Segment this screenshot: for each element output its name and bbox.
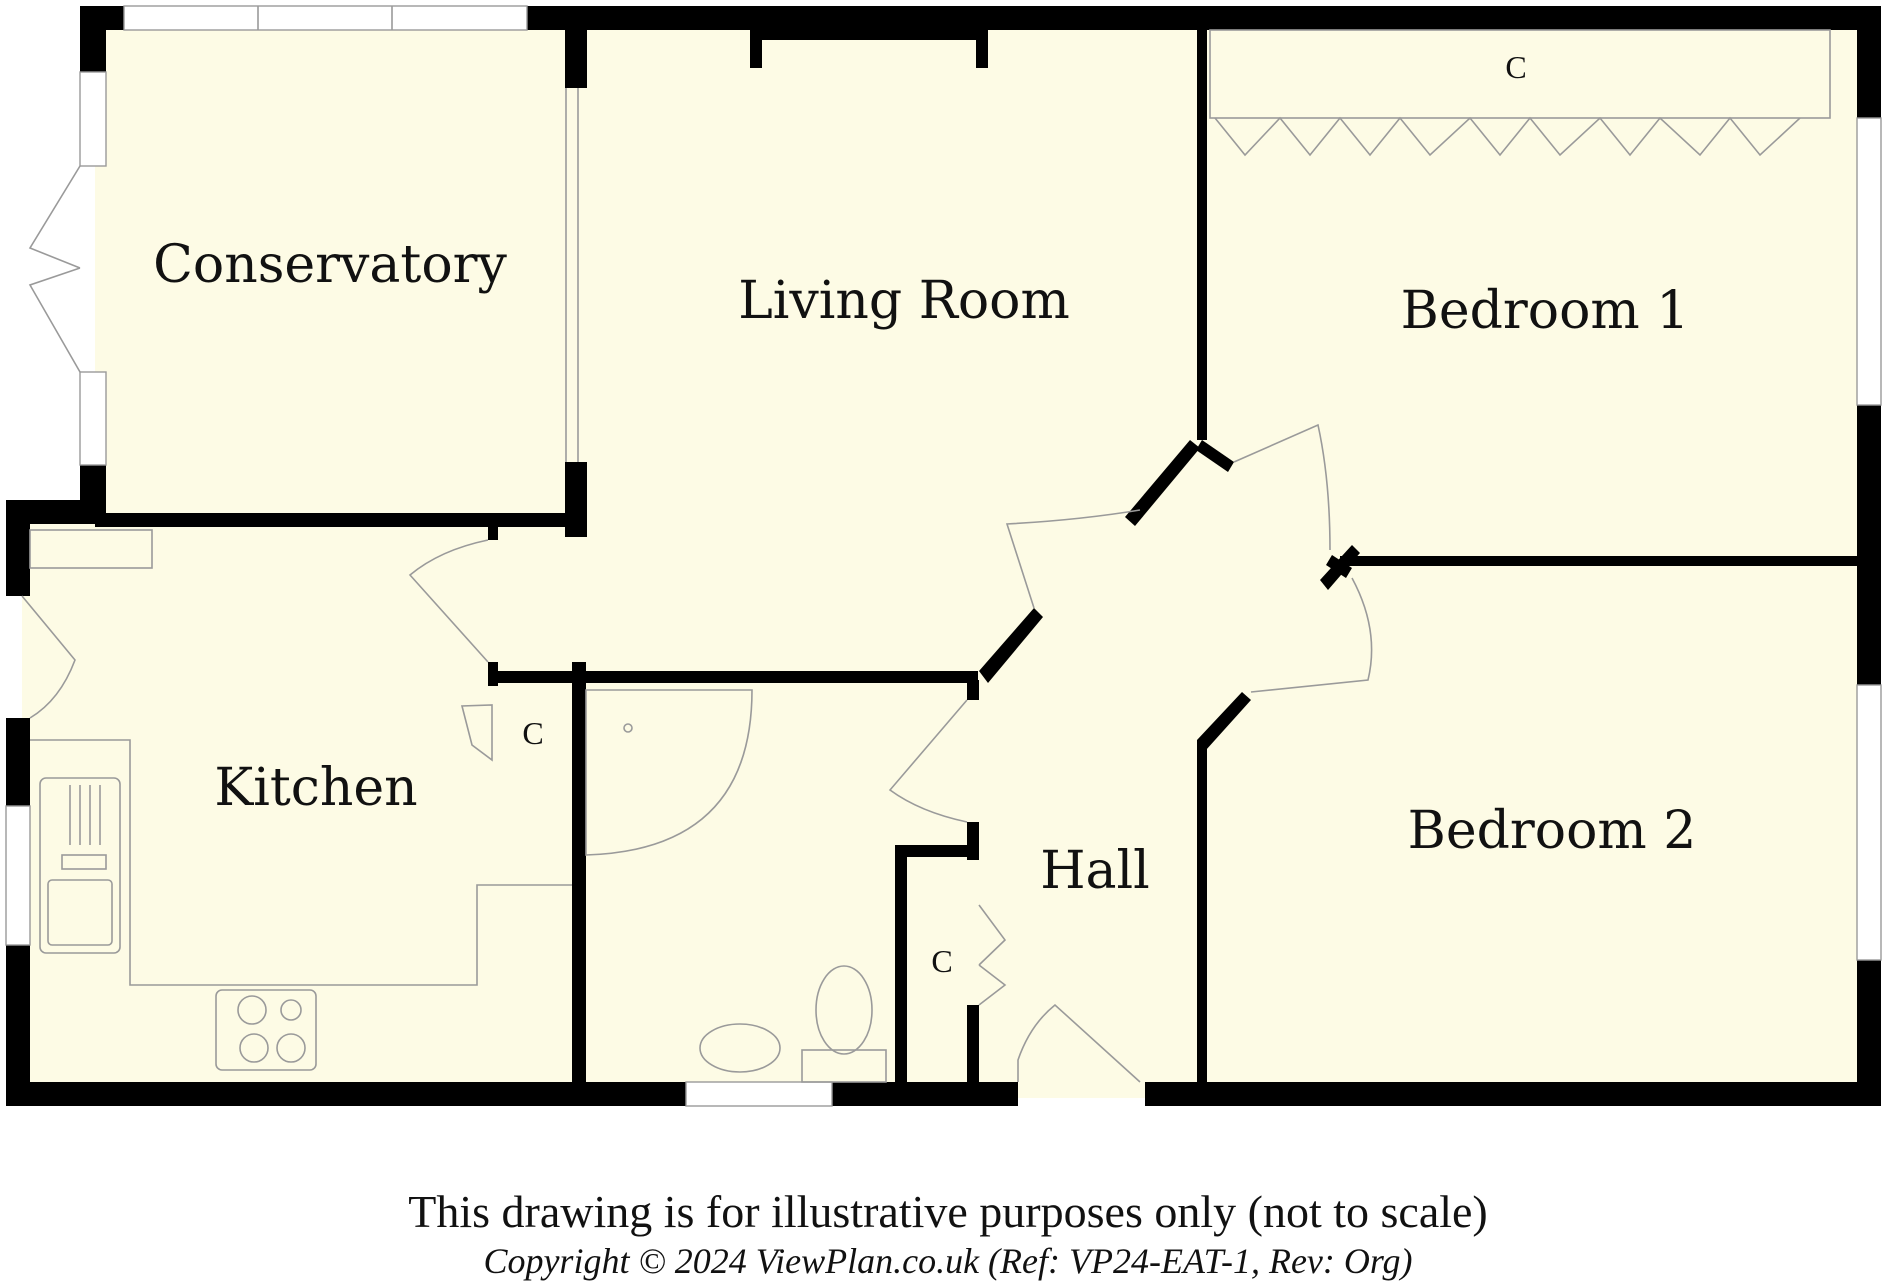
fixtures — [29, 29, 1831, 1083]
wall-hall-cupboard-east-bottom — [967, 1005, 979, 1085]
door-living — [1005, 509, 1141, 609]
sink-tap-box — [61, 854, 107, 870]
wall-bed2-jamb-2 — [1326, 555, 1352, 578]
window-conservatory-west-lower — [79, 371, 107, 466]
room-labels: Conservatory Living Room Bedroom 1 Bedro… — [153, 49, 1696, 979]
wall-conservatory-east-top — [565, 18, 587, 88]
window-bedroom1 — [1856, 117, 1882, 406]
copyright-text: Copyright © 2024 ViewPlan.co.uk (Ref: VP… — [483, 1241, 1413, 1281]
wall-right-upper — [1857, 6, 1881, 118]
label-bedroom-2: Bedroom 2 — [1408, 801, 1697, 861]
hob — [215, 989, 317, 1071]
toilet-bowl — [815, 965, 873, 1055]
kitchen-worktop-top — [29, 529, 153, 569]
hob-ring — [276, 1033, 306, 1063]
kitchen-sink — [39, 777, 121, 954]
wall-hall-cupboard-west — [895, 845, 907, 1085]
door-conservatory-french-lower — [28, 267, 81, 373]
wall-bedroom1-west — [1197, 18, 1207, 440]
wall-bedroom-divider — [1340, 556, 1870, 566]
wall-bed2-diagonal — [1197, 692, 1251, 750]
label-hall: Hall — [1040, 841, 1150, 901]
wall-top — [527, 6, 1857, 30]
wardrobe — [1209, 29, 1831, 119]
wall-kitchen-door-jamb — [488, 522, 498, 540]
label-conservatory: Conservatory — [153, 235, 507, 295]
wall-kitchen-west-bottom — [6, 945, 30, 1105]
shower-drain — [623, 723, 633, 733]
drainer-lines — [69, 785, 101, 845]
door-conservatory-french-upper — [28, 165, 81, 269]
sink-bowl — [47, 879, 113, 946]
wall-bedroom2-west — [1197, 740, 1207, 1085]
kitchen-worktop-outline — [30, 739, 572, 986]
shower-tray — [585, 689, 753, 856]
wall-bathroom-stub — [967, 680, 979, 700]
label-bedroom-1: Bedroom 1 — [1401, 281, 1690, 341]
wall-hall-cupboard-top — [895, 845, 979, 857]
wall-living-south — [488, 671, 978, 683]
wall-right-lower — [1857, 960, 1881, 1106]
door-kitchen — [408, 539, 489, 663]
wall-bottom-middle — [832, 1082, 1018, 1106]
window-bedroom2 — [1856, 684, 1882, 961]
label-kitchen: Kitchen — [214, 758, 417, 818]
hob-ring — [239, 1033, 269, 1063]
hob-ring — [280, 999, 302, 1021]
washbasin — [699, 1023, 781, 1073]
window-conservatory-west-upper — [79, 71, 107, 167]
door-kitchen-back — [21, 595, 76, 719]
window-kitchen — [5, 805, 31, 946]
doors — [21, 165, 1373, 1083]
label-bedroom-wardrobe: C — [1505, 49, 1526, 85]
label-living-room: Living Room — [738, 271, 1070, 331]
label-kitchen-cupboard: C — [522, 715, 543, 751]
disclaimer-text: This drawing is for illustrative purpose… — [408, 1186, 1488, 1237]
window-bathroom — [685, 1081, 833, 1107]
wall-kitchen-west-mid — [6, 718, 30, 806]
wall-conservatory-west-top — [80, 6, 106, 72]
door-kitchen-cupboard — [460, 704, 493, 762]
wall-living-diagonal — [979, 608, 1043, 683]
door-bedroom1 — [1233, 423, 1331, 551]
wall-bed1-diagonal — [1125, 440, 1200, 526]
door-front — [1017, 1003, 1141, 1083]
wall-right-middle — [1857, 405, 1881, 685]
internal-walls — [95, 18, 1870, 1092]
wall-bed1-jamb — [1196, 440, 1234, 472]
chimney-breast — [750, 30, 988, 68]
outer-walls — [6, 6, 1881, 1106]
hob-ring — [237, 995, 267, 1025]
wall-conservatory-east-bottom — [565, 462, 587, 537]
window-conservatory-top — [123, 5, 528, 31]
windows — [5, 5, 1882, 1107]
door-hall-cupboard — [978, 904, 1007, 1006]
wall-conservatory-south — [95, 513, 585, 527]
label-hall-cupboard: C — [931, 943, 952, 979]
wall-kitchen-east — [572, 662, 586, 1092]
door-bedroom2 — [1250, 577, 1373, 693]
wardrobe-doors — [1214, 116, 1801, 157]
door-bathroom — [888, 699, 968, 823]
wall-bottom-right — [1145, 1082, 1881, 1106]
toilet-cistern — [801, 1049, 887, 1083]
wall-kitchen-west-top — [6, 500, 30, 596]
